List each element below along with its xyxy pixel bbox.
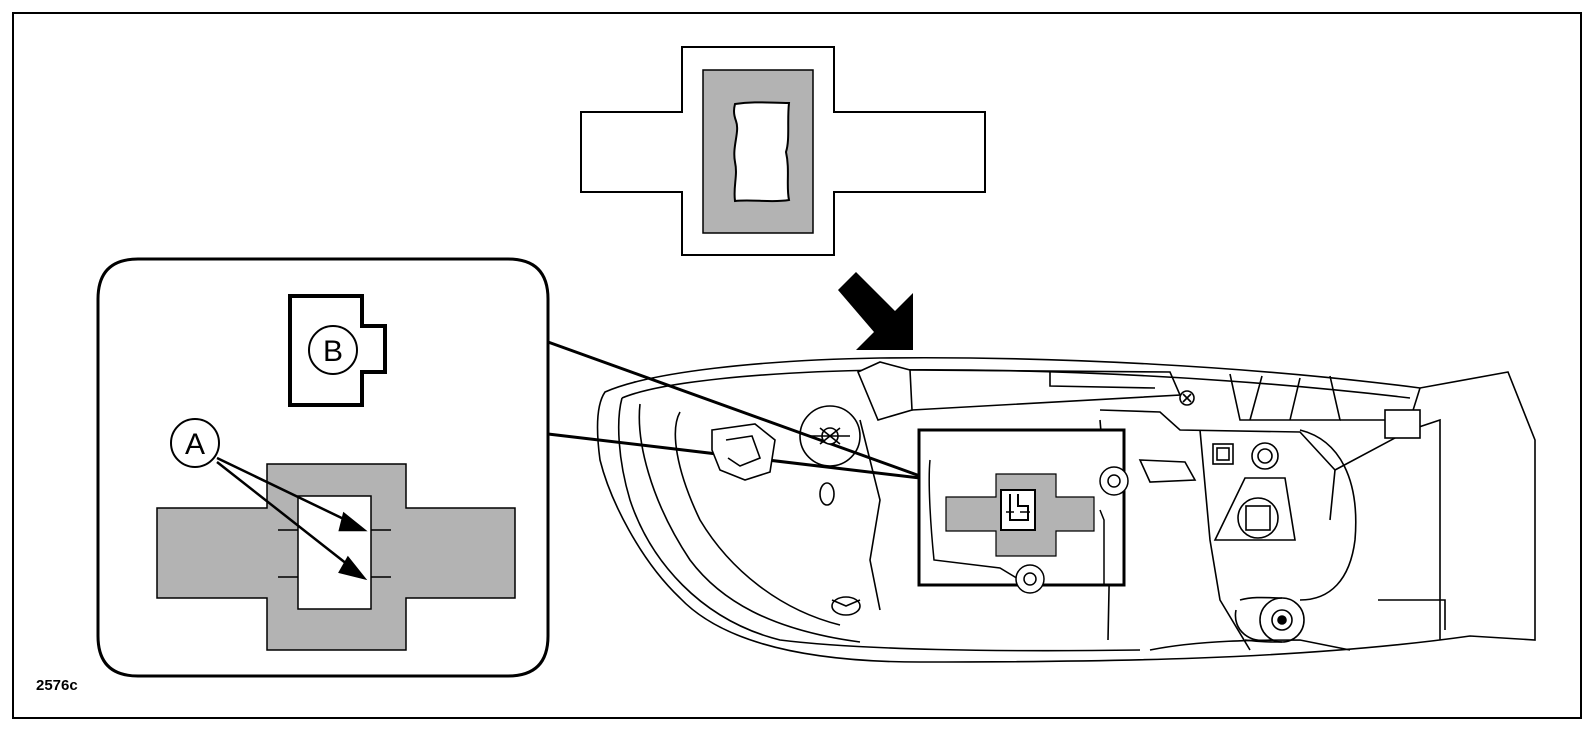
- adjuster-left: [799, 405, 861, 467]
- housing-outer-contour: [596, 356, 1536, 663]
- callout-a-circle: [170, 418, 220, 468]
- label-detail-top: [580, 46, 986, 256]
- label-torn-hole: [733, 101, 791, 203]
- highlight-zone: [917, 428, 1129, 594]
- direction-arrow: [838, 272, 913, 350]
- alignment-marks: [278, 529, 391, 578]
- headlamp-unit: [596, 356, 1536, 663]
- figure-reference-code: 2576c: [36, 677, 78, 694]
- callout-b-circle: [308, 325, 358, 375]
- zoom-detail-panel: B A: [96, 257, 550, 678]
- callout-a-label: A: [185, 428, 205, 461]
- panel-white-window: [297, 495, 372, 610]
- callout-a-arrows: [216, 456, 368, 581]
- figure-border: [12, 12, 1582, 719]
- left-clip: [711, 423, 776, 481]
- callout-b-label: B: [323, 335, 343, 368]
